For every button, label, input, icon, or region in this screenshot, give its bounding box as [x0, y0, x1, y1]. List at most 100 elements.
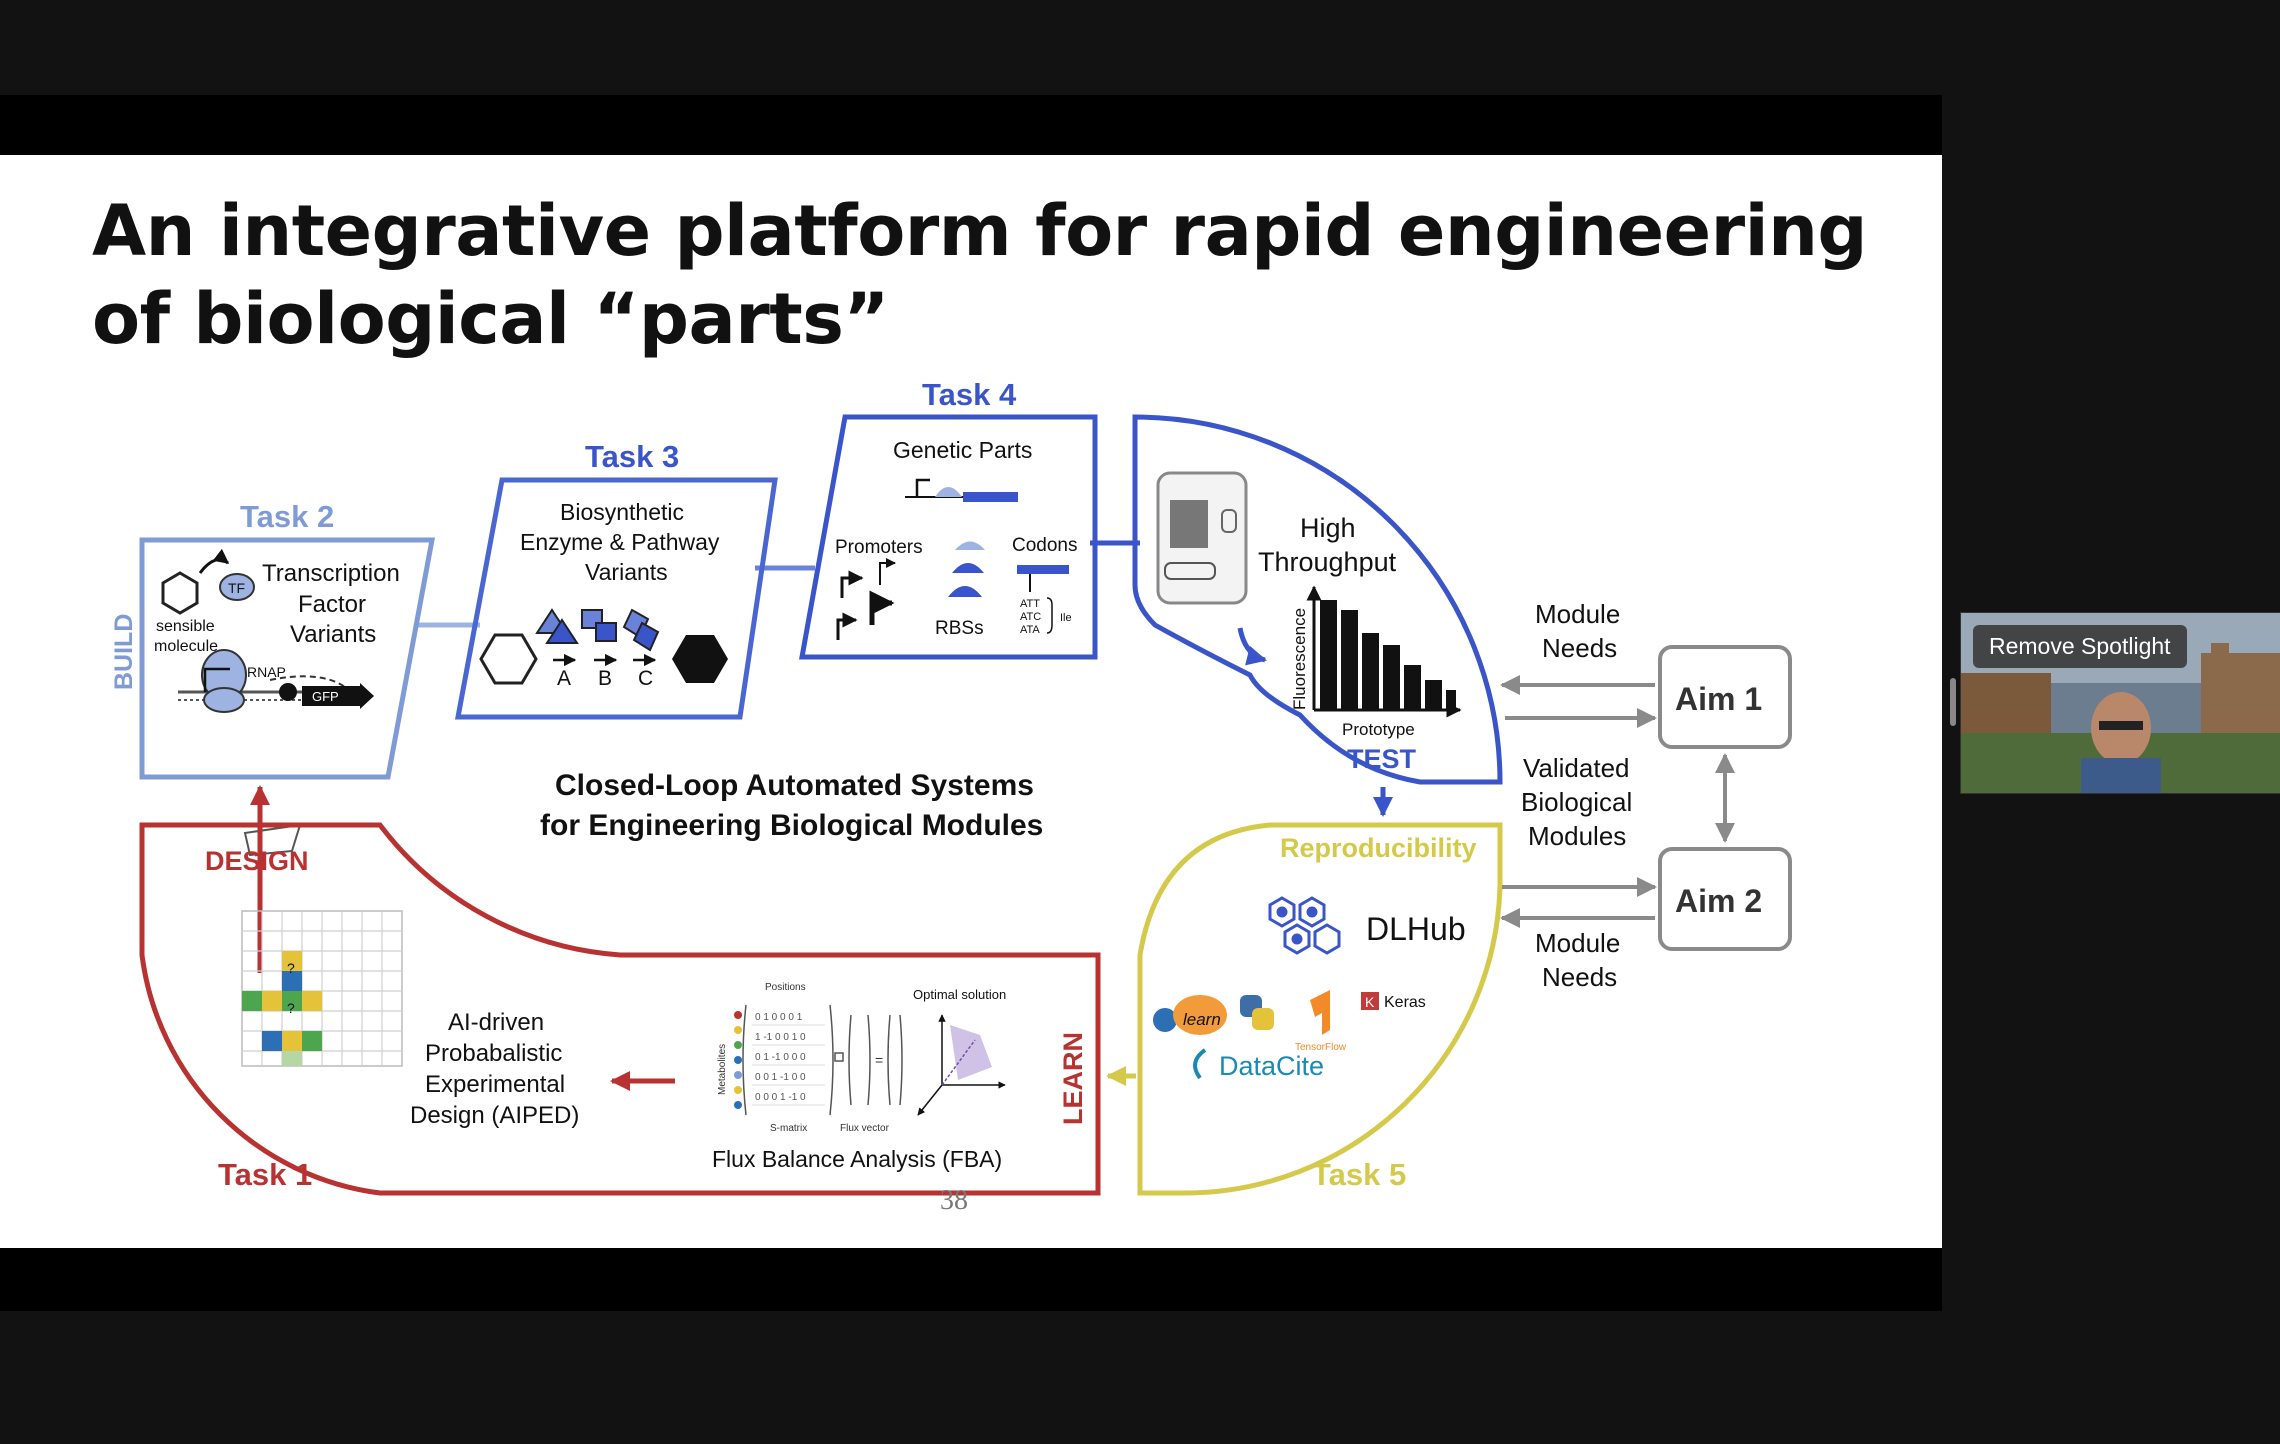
- svg-text:RBSs: RBSs: [935, 618, 984, 639]
- fba-matrix-icon: Positions Metabolites 0 1 0 0 0 1 1 -1 0…: [717, 982, 903, 1134]
- svg-text:High: High: [1300, 513, 1356, 543]
- svg-text:DataCite: DataCite: [1219, 1051, 1324, 1081]
- svg-text:Aim 1: Aim 1: [1675, 681, 1762, 717]
- hexagon-substrate-icon: [479, 633, 538, 685]
- svg-text:Codons: Codons: [1012, 535, 1078, 556]
- svg-text:Flux Balance Analysis (FBA): Flux Balance Analysis (FBA): [712, 1146, 1002, 1172]
- task4-label: Task 4: [922, 377, 1017, 412]
- gfp-gene: [302, 686, 360, 706]
- title-line-2: of biological “parts”: [92, 278, 889, 360]
- svg-text:Needs: Needs: [1542, 633, 1617, 663]
- svg-text:=: =: [875, 1052, 883, 1068]
- svg-text:Modules: Modules: [1528, 821, 1626, 851]
- datacite-icon: [1193, 1048, 1207, 1080]
- design-block: DESIGN Task 1 ? ? AI-driven Probabalisti…: [139, 822, 1101, 1196]
- slide-title: An integrative platform for rapid engine…: [92, 187, 1892, 363]
- svg-text:Aim 2: Aim 2: [1675, 883, 1762, 919]
- svg-text:Variants: Variants: [585, 559, 668, 585]
- hexagon-product-icon: [672, 635, 728, 683]
- svg-text:Keras: Keras: [1384, 994, 1426, 1011]
- learn-label: LEARN: [1058, 1032, 1088, 1125]
- svg-text:DLHub: DLHub: [1366, 911, 1466, 947]
- spotlight-video-tile[interactable]: Remove Spotlight: [1960, 612, 2280, 794]
- panel-resize-handle[interactable]: [1950, 678, 1956, 726]
- svg-text:Genetic Parts: Genetic Parts: [893, 437, 1032, 463]
- svg-text:?: ?: [287, 1000, 295, 1016]
- svg-text:learn: learn: [1183, 1010, 1221, 1029]
- svg-text:Promoters: Promoters: [835, 537, 923, 558]
- test-block: High Throughput Fluorescence Prototype T…: [1132, 414, 1503, 785]
- scikit-learn-icon: [1173, 995, 1227, 1035]
- svg-text:Probabalistic: Probabalistic: [425, 1040, 562, 1067]
- svg-text:Throughput: Throughput: [1258, 547, 1397, 577]
- molecule-icon: [161, 571, 199, 615]
- platform-diagram: Task 2 BUILD TF sensible molecule Transc…: [110, 377, 1792, 1196]
- svg-text:TF: TF: [228, 580, 245, 596]
- svg-text:K: K: [1365, 994, 1375, 1010]
- svg-text:A: A: [557, 667, 571, 690]
- task1-label: Task 1: [218, 1157, 312, 1192]
- svg-text:Needs: Needs: [1542, 962, 1617, 992]
- svg-text:Module: Module: [1535, 928, 1620, 958]
- svg-text:Metabolites: Metabolites: [717, 1044, 728, 1095]
- task5-label: Task 5: [1312, 1157, 1406, 1192]
- tensorflow-icon: TensorFlow: [1295, 990, 1347, 1053]
- svg-text:Validated: Validated: [1523, 753, 1630, 783]
- task2-block: Task 2 BUILD TF sensible molecule Transc…: [110, 499, 436, 857]
- svg-text:0 0 0 1 -1 0: 0 0 0 1 -1 0: [755, 1092, 806, 1103]
- design-label: DESIGN: [205, 846, 309, 876]
- svg-text:S-matrix: S-matrix: [770, 1123, 807, 1134]
- build-label: BUILD: [110, 614, 138, 690]
- top-letterbox: [0, 95, 1942, 155]
- svg-text:RNAP: RNAP: [247, 664, 286, 680]
- svg-text:ATA: ATA: [1020, 624, 1040, 636]
- svg-text:Module: Module: [1535, 599, 1620, 629]
- svg-text:molecule: molecule: [154, 638, 218, 655]
- task4-block: Task 4 Genetic Parts Promoters Codons RB…: [799, 377, 1098, 660]
- svg-text:Positions: Positions: [765, 982, 806, 993]
- bottom-letterbox: [0, 1248, 1942, 1311]
- svg-text:0 0 1 -1 0 0: 0 0 1 -1 0 0: [755, 1072, 806, 1083]
- svg-text:ATT: ATT: [1020, 598, 1040, 610]
- python-icon: [1240, 995, 1274, 1030]
- svg-text:Ile: Ile: [1060, 612, 1072, 624]
- center-title-line-1: Closed-Loop Automated Systems: [555, 769, 1034, 802]
- center-title-line-2: for Engineering Biological Modules: [540, 809, 1043, 842]
- svg-text:Optimal solution: Optimal solution: [913, 987, 1006, 1002]
- page-number: 38: [940, 1185, 968, 1216]
- keras-icon: [1361, 992, 1379, 1010]
- svg-text:Variants: Variants: [290, 621, 376, 648]
- svg-text:Design (AIPED): Design (AIPED): [410, 1102, 579, 1129]
- presentation-slide: An integrative platform for rapid engine…: [0, 155, 1942, 1248]
- svg-text:0 1 -1 0 0 0: 0 1 -1 0 0 0: [755, 1052, 806, 1063]
- aims-block: Aim 1 Aim 2 Module Needs Validated Biolo…: [1500, 599, 1792, 992]
- aim2-box: [1658, 847, 1792, 951]
- reproducibility-label: Reproducibility: [1280, 833, 1477, 863]
- svg-text:Enzyme & Pathway: Enzyme & Pathway: [520, 529, 720, 555]
- optimal-solution-plot: Optimal solution: [913, 987, 1006, 1116]
- svg-text:sensible: sensible: [156, 618, 215, 635]
- svg-text:Factor: Factor: [298, 591, 366, 618]
- svg-text:0 1 0 0 0 1: 0 1 0 0 0 1: [755, 1012, 803, 1023]
- svg-text:TensorFlow: TensorFlow: [1295, 1042, 1347, 1053]
- task3-block: Task 3 Biosynthetic Enzyme & Pathway Var…: [454, 439, 778, 720]
- svg-text:Biosynthetic: Biosynthetic: [560, 499, 684, 525]
- svg-text:Biological: Biological: [1521, 787, 1632, 817]
- svg-text:C: C: [638, 667, 653, 690]
- task2-label: Task 2: [240, 499, 334, 534]
- svg-text:Experimental: Experimental: [425, 1071, 565, 1098]
- svg-text:B: B: [598, 667, 612, 690]
- aiped-grid-icon: ? ?: [241, 910, 403, 1067]
- svg-text:Flux vector: Flux vector: [840, 1123, 890, 1134]
- task3-label: Task 3: [585, 439, 679, 474]
- svg-text:ATC: ATC: [1020, 611, 1041, 623]
- svg-text:GFP: GFP: [312, 689, 339, 704]
- tf-icon: [219, 573, 255, 601]
- svg-text:AI-driven: AI-driven: [448, 1009, 544, 1036]
- test-label: TEST: [1347, 744, 1417, 774]
- svg-text:?: ?: [287, 960, 295, 976]
- task5-block: Reproducibility DLHub learn TensorFlow: [1137, 822, 1503, 1196]
- svg-text:Prototype: Prototype: [1342, 720, 1415, 739]
- remove-spotlight-button[interactable]: Remove Spotlight: [1973, 625, 2187, 668]
- svg-text:Transcription: Transcription: [262, 560, 400, 587]
